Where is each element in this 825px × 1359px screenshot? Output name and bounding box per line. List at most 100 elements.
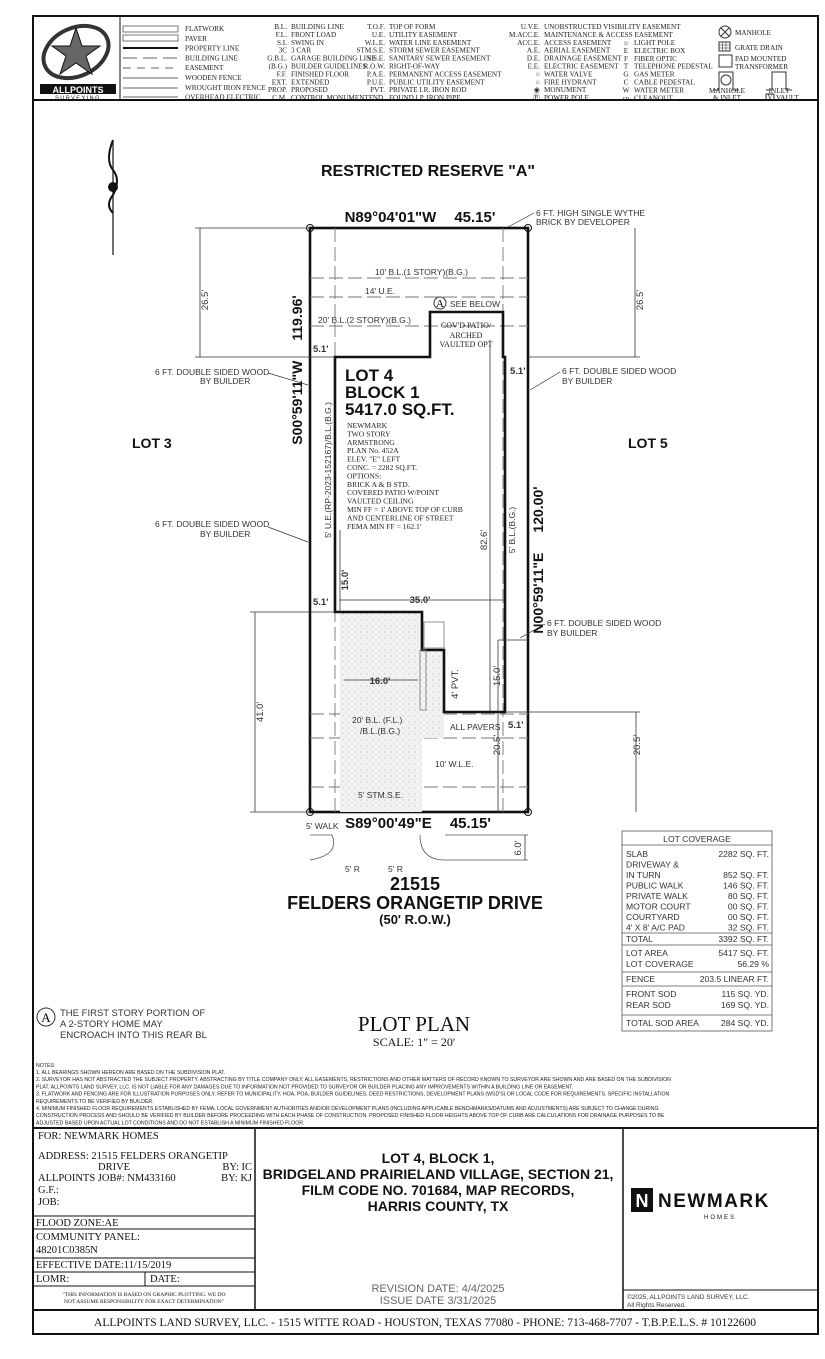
coverage-front-sod-label: FRONT SOD <box>626 989 676 999</box>
flood-zone: FLOOD ZONE:AE <box>36 1218 119 1229</box>
restricted-reserve-label: RESTRICTED RESERVE "A" <box>321 163 535 180</box>
legend-utility-label: GAS METER <box>634 71 675 79</box>
legend-symbol-label: FLATWORK <box>185 25 225 33</box>
vault-icon: V <box>767 94 773 102</box>
coverage-rear-sod-value: 169 SQ. YD. <box>721 1000 769 1010</box>
note-line: 2. SURVEYOR HAS NOT ABSTRACTED THE SUBJE… <box>36 1077 671 1083</box>
legend-abbr: EXT. <box>272 78 287 86</box>
legend-symbol-icon: ○ <box>536 70 540 78</box>
legend-symbol-label: OVERHEAD ELECTRIC <box>185 94 261 102</box>
coverage-item: SLAB <box>626 849 648 859</box>
disclaimer-2: NOT ASSUME RESPONSIBILITY FOR EXACT DETE… <box>64 1299 224 1305</box>
house-note-line: VAULTED CEILING <box>347 497 414 506</box>
legend-pad-mounted: PAD MOUNTED <box>735 55 786 63</box>
legend-abbr: (B.G.) <box>269 63 288 71</box>
coverage-value: 32 SQ. FT. <box>728 923 769 933</box>
plot-plan-title: PLOT PLAN <box>358 1012 470 1036</box>
svg-text:FELDERS ORANGETIP DRIVE: FELDERS ORANGETIP DRIVE <box>287 893 543 913</box>
legend-symbol-icon: ◉ <box>534 86 540 94</box>
coverage-item: PRIVATE WALK <box>626 891 688 901</box>
legend-utility-label: FIBER OPTIC <box>634 55 677 63</box>
dim-front-right: 15.0' <box>492 666 503 686</box>
storm-sewer-easement-label: 5' STM.S.E. <box>358 790 403 800</box>
coverage-item: 4' X 8' A/C PAD <box>626 923 685 933</box>
note-line: 1. ALL BEARINGS SHOWN HEREON ARE BASED O… <box>36 1070 225 1076</box>
notes-heading: NOTES: <box>36 1063 55 1069</box>
walk-label: 5' WALK <box>306 821 339 831</box>
notes: 1. ALL BEARINGS SHOWN HEREON ARE BASED O… <box>36 1070 671 1126</box>
copyright: ©2025, ALLPOINTS LAND SURVEY, LLC. <box>627 1293 750 1301</box>
legend-symbol-label: EASEMENT <box>185 64 224 72</box>
svg-text:6 FT. DOUBLE SIDED WOOD: 6 FT. DOUBLE SIDED WOOD <box>155 519 269 529</box>
patio-label: COV'D PATIO/ ARCHED VAULTED OPT <box>439 321 492 349</box>
svg-text:ENCROACH INTO THIS REAR BL: ENCROACH INTO THIS REAR BL <box>60 1030 207 1041</box>
svg-text:HOMES: HOMES <box>704 1215 736 1221</box>
legend-utility-icon: ☼ <box>623 39 630 47</box>
legend-abbr-desc: FOUND I.P. IRON PIPE <box>389 94 461 102</box>
svg-text:(50' R.O.W.): (50' R.O.W.) <box>379 912 451 927</box>
legend-abbr: F.F. <box>277 70 288 78</box>
legend-abbr-desc: SWING IN <box>291 39 325 47</box>
legend-utility-label: CABLE PEDESTAL <box>634 79 695 87</box>
legend-abbr-desc: FIRE HYDRANT <box>544 78 597 86</box>
legend-header: ALLPOINTS SURVEYING FLATWORKPAVERPROPERT… <box>32 15 819 102</box>
lomr-label: LOMR: <box>36 1274 69 1285</box>
legend-abbr: FND. <box>369 94 385 102</box>
legend-abbr: T.O.F. <box>367 23 385 31</box>
coverage-rear-sod-label: REAR SOD <box>626 1000 671 1010</box>
radius-left: 5' R <box>345 864 360 874</box>
newmark-logo: N NEWMARK HOMES <box>631 1188 768 1221</box>
coverage-value: 146 SQ. FT. <box>723 881 769 891</box>
legend-inlet: INLET <box>769 87 790 95</box>
house-note-line: OPTIONS: <box>347 471 381 480</box>
svg-text:BY BUILDER: BY BUILDER <box>200 529 250 539</box>
coverage-value: 2282 SQ. FT. <box>718 849 769 859</box>
revision-date: REVISION DATE: 4/4/2025 <box>371 1283 504 1295</box>
house-note-line: CONC. = 2282 SQ.FT. <box>347 463 417 472</box>
legend-abbr-desc: CONTROL MONUMENT <box>291 94 369 102</box>
driveway <box>340 612 422 812</box>
footer-company-info: ALLPOINTS LAND SURVEY, LLC. - 1515 WITTE… <box>94 1317 756 1329</box>
legend-abbr-desc: ELECTRIC EASEMENT <box>544 63 619 71</box>
coverage-total-value: 3392 SQ. FT. <box>718 934 769 944</box>
legal-description: LOT 4, BLOCK 1, BRIDGELAND PRAIRIELAND V… <box>263 1150 614 1214</box>
legend-utility-icon: E <box>624 47 629 55</box>
legend-abbr-desc: WATER VALVE <box>544 70 593 78</box>
legend-abbr-desc: PUBLIC UTILITY EASEMENT <box>389 78 485 86</box>
legend-abbr-desc: UTILITY EASEMENT <box>389 31 458 39</box>
legend-abbr: STM.S.E. <box>356 47 385 55</box>
legend-abbr-desc: DRAINAGE EASEMENT <box>544 55 622 63</box>
coverage-front-sod-value: 115 SQ. YD. <box>722 989 769 999</box>
west-easement-label: 5' U.E.(RP-2023-152167)/B.L.(B.G.) <box>323 402 333 538</box>
client-name: FOR: NEWMARK HOMES <box>38 1131 159 1142</box>
dim-walk: 6.0' <box>513 840 524 855</box>
legend-symbol-label: WOODEN FENCE <box>185 74 242 82</box>
community-panel-label: COMMUNITY PANEL: <box>36 1232 140 1243</box>
legend-transformer: TRANSFORMER <box>735 63 788 71</box>
legend-abbr-desc: POWER POLE <box>544 94 590 102</box>
svg-text:VAULTED OPT: VAULTED OPT <box>439 340 492 349</box>
legend-abbr: 3C <box>279 47 288 55</box>
legend-abbr-desc: FRONT LOAD <box>291 31 336 39</box>
note-a-icon: A <box>41 1010 51 1025</box>
job-number: ALLPOINTS JOB#: NM433160 <box>38 1173 176 1184</box>
house-note-line: PLAN No. 452A <box>347 446 399 455</box>
coverage-item: IN TURN <box>626 870 661 880</box>
legend-manhole-inlet-2: & INLET <box>713 94 742 102</box>
rear-building-line-1story: 10' B.L.(1 STORY)(B.G.) <box>375 267 468 277</box>
svg-text:LOT 4, BLOCK 1,: LOT 4, BLOCK 1, <box>382 1150 495 1166</box>
logo-subtext: SURVEYING <box>55 96 101 102</box>
legend-abbr-desc: UNOBSTRUCTED VISIBILITY EASEMENT <box>544 23 681 31</box>
svg-text:THE FIRST STORY PORTION OF: THE FIRST STORY PORTION OF <box>60 1008 206 1019</box>
date-label: DATE: <box>150 1274 180 1285</box>
legend-vault: VAULT <box>776 94 799 102</box>
coverage-value: 00 SQ. FT. <box>728 912 769 922</box>
svg-text:FILM CODE NO. 701684, MAP RECO: FILM CODE NO. 701684, MAP RECORDS, <box>302 1182 575 1198</box>
legend-abbr-desc: PROPOSED <box>291 86 328 94</box>
legend-abbr: P.A.E. <box>367 70 385 78</box>
